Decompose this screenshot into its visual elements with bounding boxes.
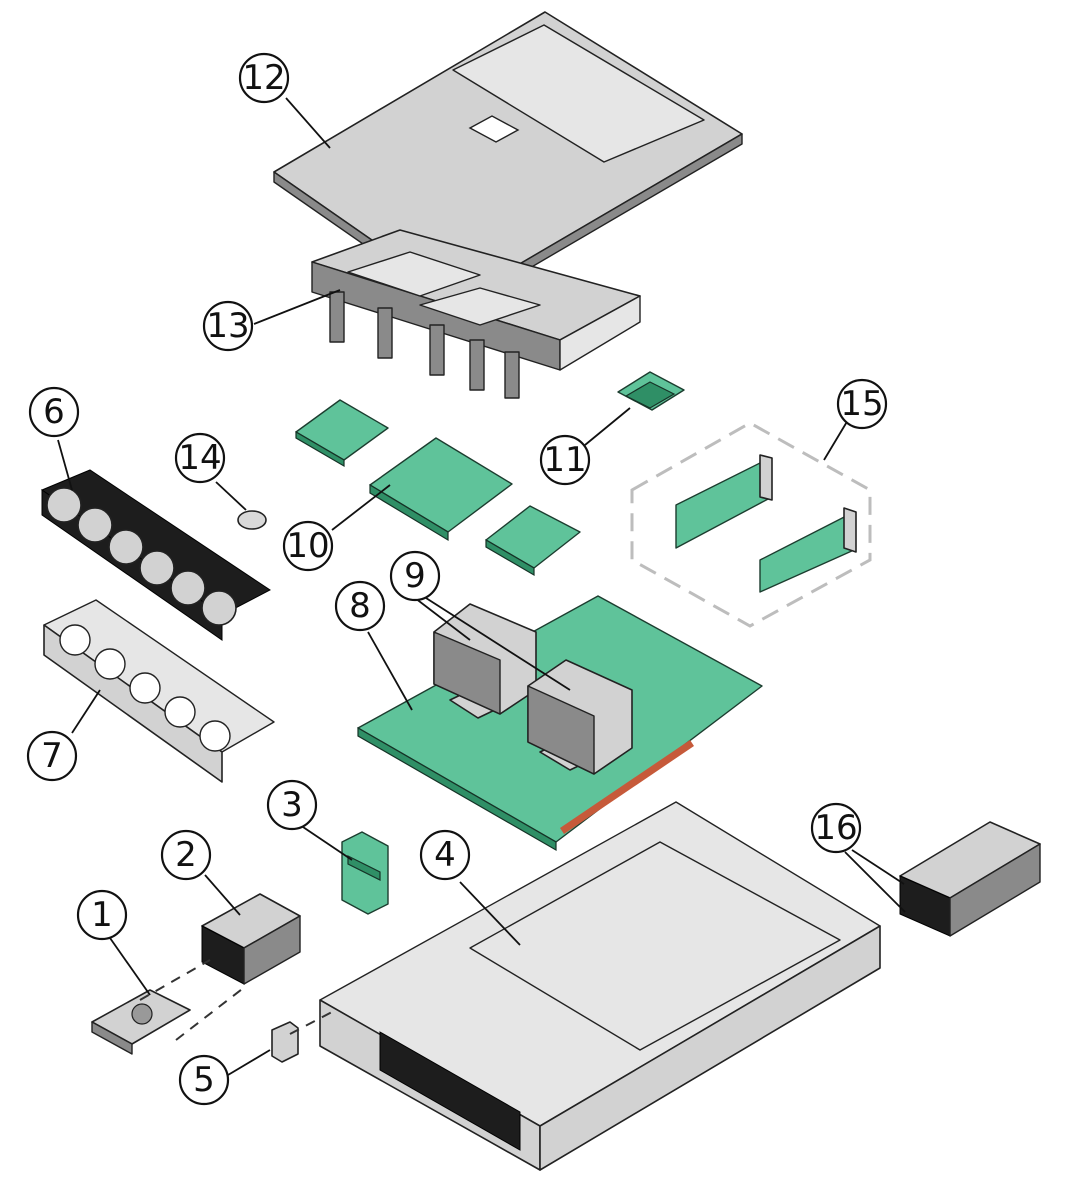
callout-6: 6 [28,386,80,438]
callout-5-label: 5 [193,1060,215,1100]
dimm-modules [295,399,581,577]
power-supplies [899,821,1041,937]
disk-drive [91,989,191,1055]
heatsinks [433,603,633,775]
callout-9: 9 [389,550,441,602]
pcie-cards-group [630,421,872,628]
riser-board [617,371,685,411]
callout-4-label: 4 [434,835,456,875]
callout-12: 12 [238,52,290,104]
callout-15: 15 [836,378,888,430]
callout-14: 14 [174,432,226,484]
callout-8-label: 8 [349,586,371,626]
callout-1-label: 1 [91,895,113,935]
dash-part-to-chassis [289,1011,333,1035]
callout-5: 5 [178,1054,230,1106]
callout-11-label: 11 [543,440,586,480]
callout-9-label: 9 [404,556,426,596]
callout-10: 10 [282,520,334,572]
callout-11: 11 [539,434,591,486]
fan-tray [43,599,275,783]
callout-13: 13 [202,300,254,352]
callout-15-label: 15 [840,384,883,424]
top-cover [273,11,743,311]
battery [237,510,267,530]
callout-2-label: 2 [175,835,197,875]
chassis [319,801,881,1171]
callout-6-label: 6 [43,392,65,432]
small-component [271,1021,299,1063]
dash-drive-to-stack-1 [139,959,211,1001]
callout-3-label: 3 [281,785,303,825]
callout-1: 1 [76,889,128,941]
callout-16-label: 16 [814,808,857,848]
callout-4: 4 [419,829,471,881]
fan-modules [40,469,271,641]
callout-13-label: 13 [206,306,249,346]
callout-10-label: 10 [286,526,329,566]
callout-3: 3 [266,779,318,831]
callout-14-label: 14 [178,438,221,478]
callout-7: 7 [26,730,78,782]
callout-12-label: 12 [242,58,285,98]
callout-16: 16 [810,802,862,854]
callout-7-label: 7 [41,736,63,776]
disk-drives-stack [201,893,301,985]
air-baffle [311,229,641,399]
callout-8: 8 [334,580,386,632]
callout-2: 2 [160,829,212,881]
dash-drive-to-stack-2 [175,985,247,1041]
drive-backplane [341,831,389,915]
leader-lines [57,97,906,1076]
